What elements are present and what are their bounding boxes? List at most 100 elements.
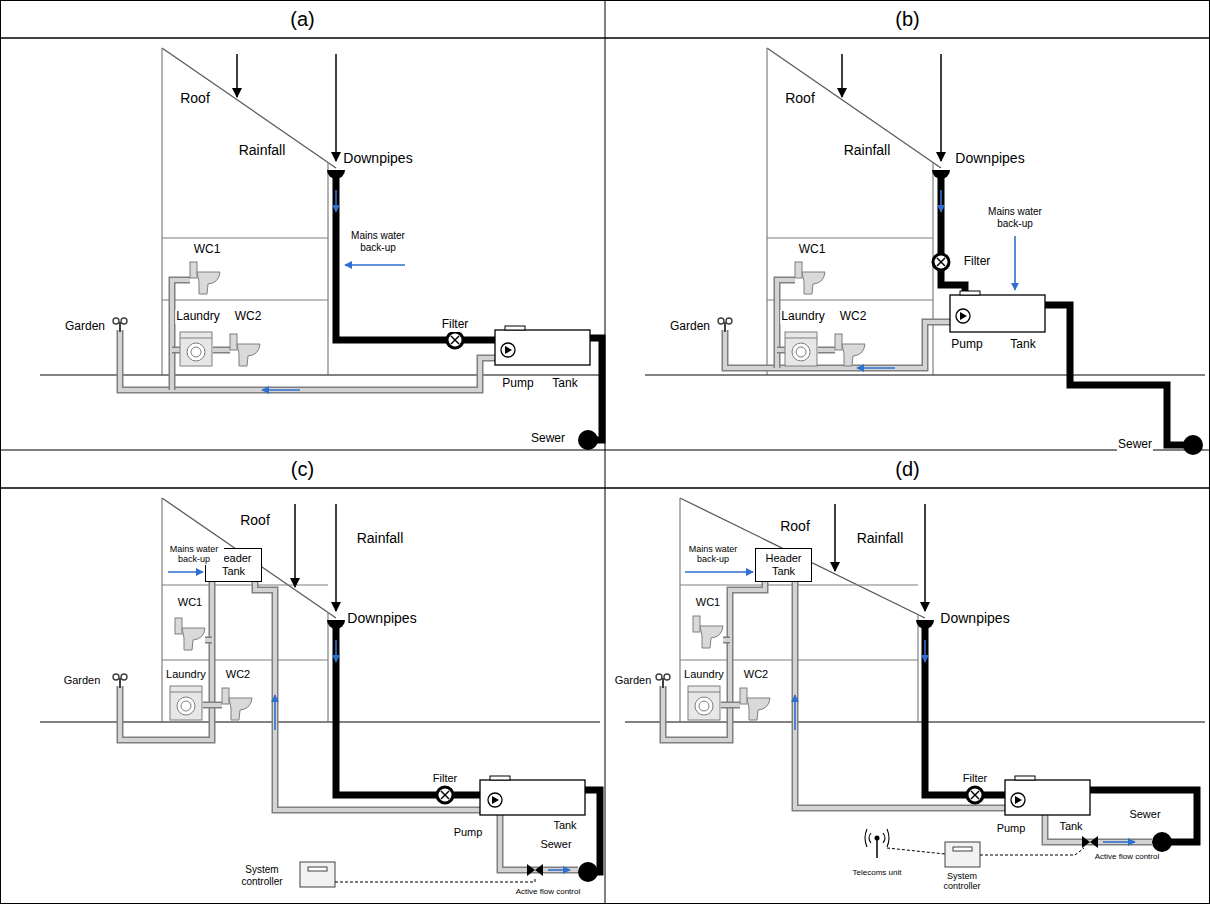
part-label: WC2 — [743, 668, 769, 681]
panel-illustration — [40, 498, 600, 887]
part-label: Downpipes — [346, 610, 417, 626]
rainfall-arrow — [335, 504, 337, 611]
washing-machine — [180, 332, 212, 366]
part-label: Garden — [64, 320, 106, 334]
flow-valve — [1082, 836, 1098, 848]
grey-pipe — [818, 347, 835, 354]
part-label: Tank — [552, 819, 577, 832]
toilet-cistern — [175, 618, 182, 634]
panel-cell: (d)Header Tank — [605, 450, 1210, 904]
part-label: WC1 — [193, 243, 222, 257]
garden-tap — [119, 322, 121, 332]
grey-pipe — [777, 347, 785, 354]
part-label: Mains water back-up — [979, 206, 1051, 229]
sewer-pipe — [1152, 832, 1172, 852]
part-label: Garden — [63, 674, 102, 687]
part-label: System controller — [929, 871, 995, 892]
tank-lid — [960, 291, 980, 295]
grey-pipe — [721, 702, 730, 709]
toilet-bowl — [802, 272, 825, 294]
garden-tap — [121, 674, 127, 680]
panel-cell: (a) — [0, 0, 605, 450]
part-label: WC2 — [225, 668, 251, 681]
flow-arrow — [274, 695, 276, 730]
part-label: Laundry — [683, 668, 725, 681]
grey-pipe — [172, 348, 180, 352]
header-tank-box: Header Tank — [205, 548, 262, 582]
rainfall-arrow — [841, 54, 843, 97]
panel-cell: (c) Header Tank — [0, 450, 605, 904]
toilet-cistern — [693, 616, 700, 632]
garden-tap — [662, 678, 664, 688]
house-wall — [679, 498, 680, 722]
roof-line — [162, 498, 336, 618]
table-rule — [0, 450, 1210, 451]
part-label: Roof — [779, 518, 811, 534]
controller-slot — [308, 867, 327, 871]
panel-heading: (a) — [0, 0, 605, 38]
downpipe — [336, 624, 480, 795]
grey-pipe — [255, 582, 480, 810]
grey-pipe — [205, 638, 212, 642]
part-label: Active flow control — [1094, 852, 1160, 861]
part-label: WC1 — [177, 596, 203, 609]
panel-illustration — [40, 48, 602, 450]
tank-label: Header Tank — [758, 552, 809, 578]
downpipe — [1045, 305, 1193, 445]
table-rule — [0, 37, 1210, 39]
part-label: Mains water back-up — [683, 544, 743, 565]
house-wall — [327, 162, 328, 375]
part-label: Pump — [996, 822, 1027, 835]
panel-heading: (c) — [0, 450, 605, 488]
header-tank-box: Header Tank — [755, 548, 812, 582]
pump-symbol — [492, 796, 499, 804]
garden-tap — [121, 318, 127, 324]
washer-panel — [180, 338, 212, 339]
tank-lid — [490, 776, 510, 780]
toilet-cistern — [230, 334, 237, 350]
grey-pipe — [730, 702, 740, 709]
toilet-bowl — [700, 626, 723, 648]
floor-line — [162, 659, 328, 660]
garden-tap — [113, 674, 119, 680]
grey-pipe — [212, 702, 222, 709]
grey-pipe — [730, 703, 740, 707]
antenna-tip — [875, 836, 880, 841]
sewer-pipe — [578, 862, 598, 882]
part-label: Filter — [432, 772, 458, 785]
washer-door — [181, 701, 191, 711]
grey-pipe — [777, 348, 785, 352]
part-label: WC1 — [695, 596, 721, 609]
grey-pipe — [500, 815, 578, 870]
part-label: Laundry — [175, 310, 220, 324]
pump-symbol — [1011, 793, 1025, 807]
part-label: Tank — [1009, 338, 1036, 352]
toilet-cistern — [190, 262, 197, 278]
part-label: Downpipes — [342, 150, 413, 166]
garden-tap — [726, 318, 732, 324]
grey-pipe — [120, 582, 212, 740]
grey-pipe — [203, 702, 212, 709]
part-label: Rainfall — [238, 142, 287, 158]
part-label: Roof — [239, 512, 271, 528]
control-signal — [887, 848, 945, 854]
tank-label: Header Tank — [208, 552, 259, 578]
filter-symbol — [441, 791, 449, 799]
garden-tap — [656, 674, 662, 680]
washer-door — [792, 343, 810, 361]
storage-tank — [480, 780, 585, 815]
pump-symbol — [501, 343, 515, 357]
toilet-cistern — [740, 688, 747, 704]
antenna-mast — [876, 838, 878, 858]
radio-wave — [883, 833, 885, 843]
part-label: System controller — [230, 864, 294, 887]
filter-symbol — [451, 336, 459, 344]
downpipe — [585, 790, 600, 872]
garden-tap — [718, 318, 724, 324]
washer-door — [699, 701, 709, 711]
part-label: Roof — [179, 90, 211, 106]
roof-line — [680, 498, 925, 618]
filter-symbol — [971, 791, 979, 799]
rainfall-arrow — [924, 504, 926, 611]
part-label: Roof — [784, 90, 816, 106]
